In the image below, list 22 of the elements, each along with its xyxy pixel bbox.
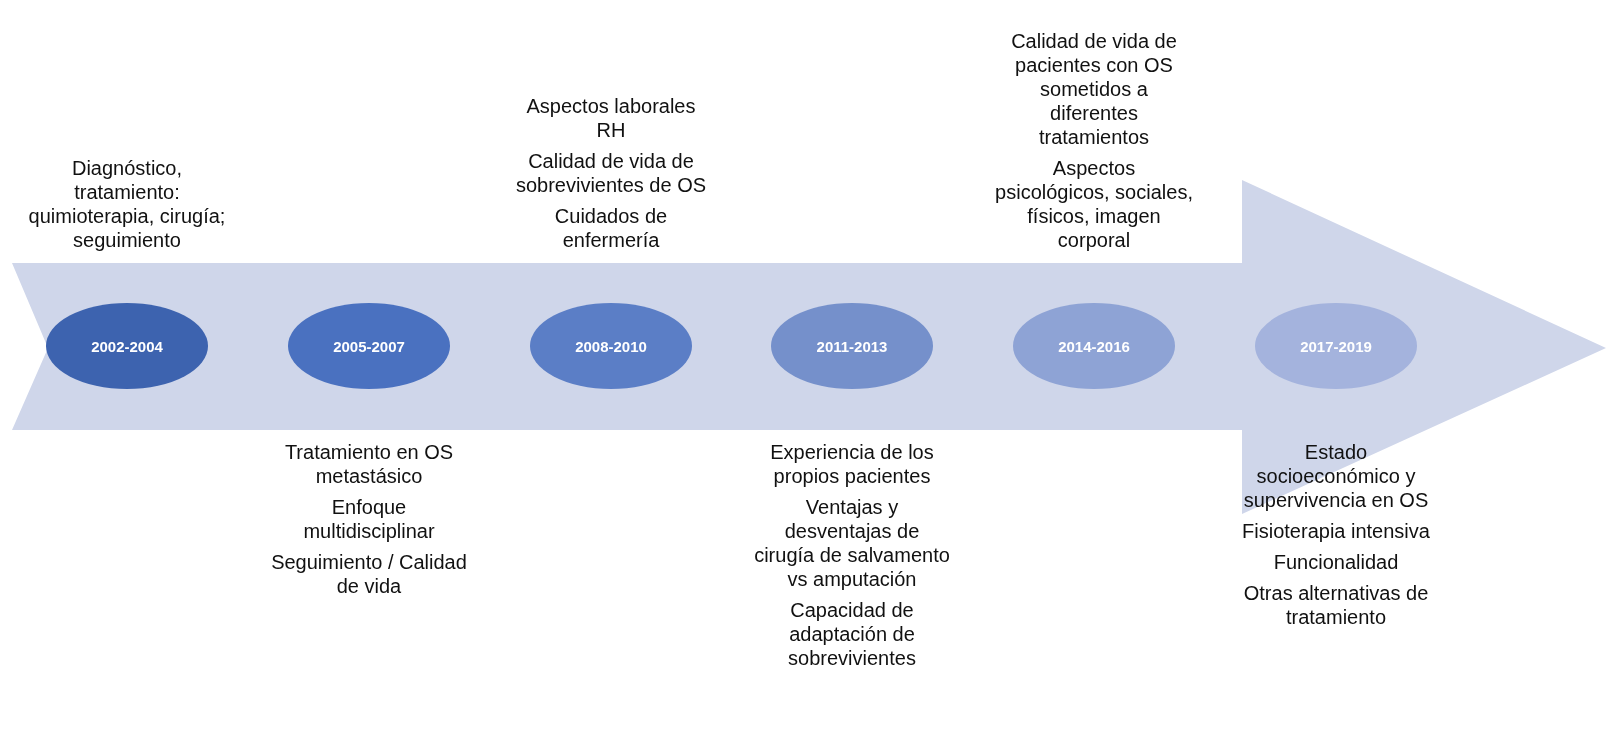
period-note: Otras alternativas de tratamiento xyxy=(1242,581,1430,629)
period-note: Cuidados de enfermería xyxy=(553,204,669,252)
period-note: Seguimiento / Calidad de vida xyxy=(270,550,468,598)
period-note: Aspectos psicológicos, sociales, físicos, imagen corporal xyxy=(994,156,1194,252)
period-note: Calidad de vida de sobrevivientes de OS xyxy=(514,149,708,197)
period-note: Calidad de vida de pacientes con OS sometidos a diferentes tratamientos xyxy=(1010,29,1178,149)
year-label: 2014-2016 xyxy=(1058,337,1130,355)
period-note: Ventajas y desventajas de cirugía de salvamento vs amputación xyxy=(753,495,951,591)
period-note: Diagnóstico, tratamiento: quimioterapia, cirugía; seguimiento xyxy=(27,156,227,252)
period-note: Capacidad de adaptación de sobrevivientes xyxy=(787,598,917,670)
period-note: Estado socioeconómico y supervivencia en OS xyxy=(1242,440,1430,512)
period-note: Enfoque multidisciplinar xyxy=(302,495,436,543)
period-note: Aspectos laborales RH xyxy=(525,94,697,142)
period-note: Funcionalidad xyxy=(1272,550,1400,574)
year-label: 2011-2013 xyxy=(816,337,888,355)
period-note: Experiencia de los propios pacientes xyxy=(769,440,935,488)
year-label: 2002-2004 xyxy=(91,337,163,355)
period-note: Tratamiento en OS metastásico xyxy=(283,440,455,488)
year-label: 2005-2007 xyxy=(333,337,405,355)
year-label: 2008-2010 xyxy=(575,337,647,355)
year-label: 2017-2019 xyxy=(1300,337,1372,355)
period-note: Fisioterapia intensiva xyxy=(1241,519,1431,543)
